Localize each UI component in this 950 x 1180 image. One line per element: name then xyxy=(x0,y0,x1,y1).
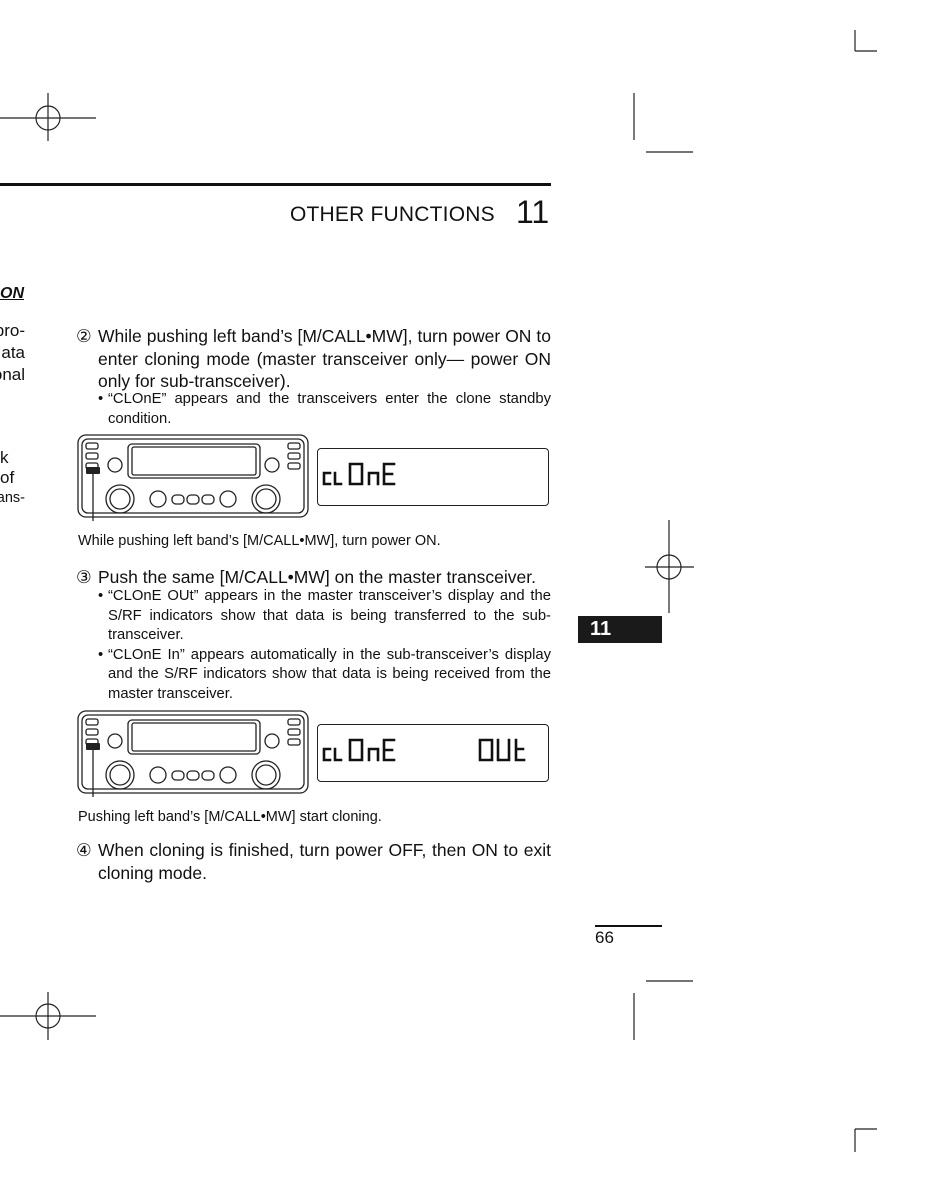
step-2: ② While pushing left band’s [M/CALL•MW],… xyxy=(76,325,551,393)
step-3: ③ Push the same [M/CALL•MW] on the maste… xyxy=(76,566,551,589)
chapter-side-tab: 11 xyxy=(578,616,662,643)
header-rule xyxy=(0,183,551,186)
bullet-item: “CLOnE” appears and the transceivers ent… xyxy=(98,390,551,429)
lcd-segment-readout xyxy=(322,462,396,486)
left-column-fragment: ans- xyxy=(0,490,25,506)
lcd-display xyxy=(317,448,549,506)
page-number: 66 xyxy=(595,928,614,947)
step-2-bullets: “CLOnE” appears and the transceivers ent… xyxy=(98,390,551,429)
page-number-rule xyxy=(595,925,662,927)
transceiver-front-panel-illustration xyxy=(77,710,309,797)
figure-caption: Pushing left band’s [M/CALL•MW] start cl… xyxy=(78,809,382,825)
step-number: ④ xyxy=(76,840,92,860)
transceiver-front-panel-illustration xyxy=(77,434,309,521)
left-column-fragment: k of xyxy=(0,448,15,487)
step-number: ③ xyxy=(76,567,92,587)
left-column-fragment: ata xyxy=(1,343,25,362)
lcd-segment-readout xyxy=(322,738,526,762)
step-text: When cloning is finished, turn power OFF… xyxy=(98,840,551,883)
lcd-display xyxy=(317,724,549,782)
step-text: Push the same [M/CALL•MW] on the master … xyxy=(98,567,536,587)
left-column-fragment: pro- xyxy=(0,321,25,340)
left-column-title-fragment: ON xyxy=(0,285,24,302)
left-column-fragment: onal xyxy=(0,365,25,384)
step-4: ④ When cloning is finished, turn power O… xyxy=(76,839,551,884)
chapter-number: 11 xyxy=(516,194,550,230)
bullet-item: “CLOnE OUt” appears in the master transc… xyxy=(98,587,551,646)
section-title: OTHER FUNCTIONS xyxy=(290,203,495,226)
figure-caption: While pushing left band’s [M/CALL•MW], t… xyxy=(78,533,441,549)
bullet-item: “CLOnE In” appears automatically in the … xyxy=(98,646,551,705)
step-text: While pushing left band’s [M/CALL•MW], t… xyxy=(98,326,551,391)
step-number: ② xyxy=(76,326,92,346)
step-3-bullets: “CLOnE OUt” appears in the master transc… xyxy=(98,587,551,704)
